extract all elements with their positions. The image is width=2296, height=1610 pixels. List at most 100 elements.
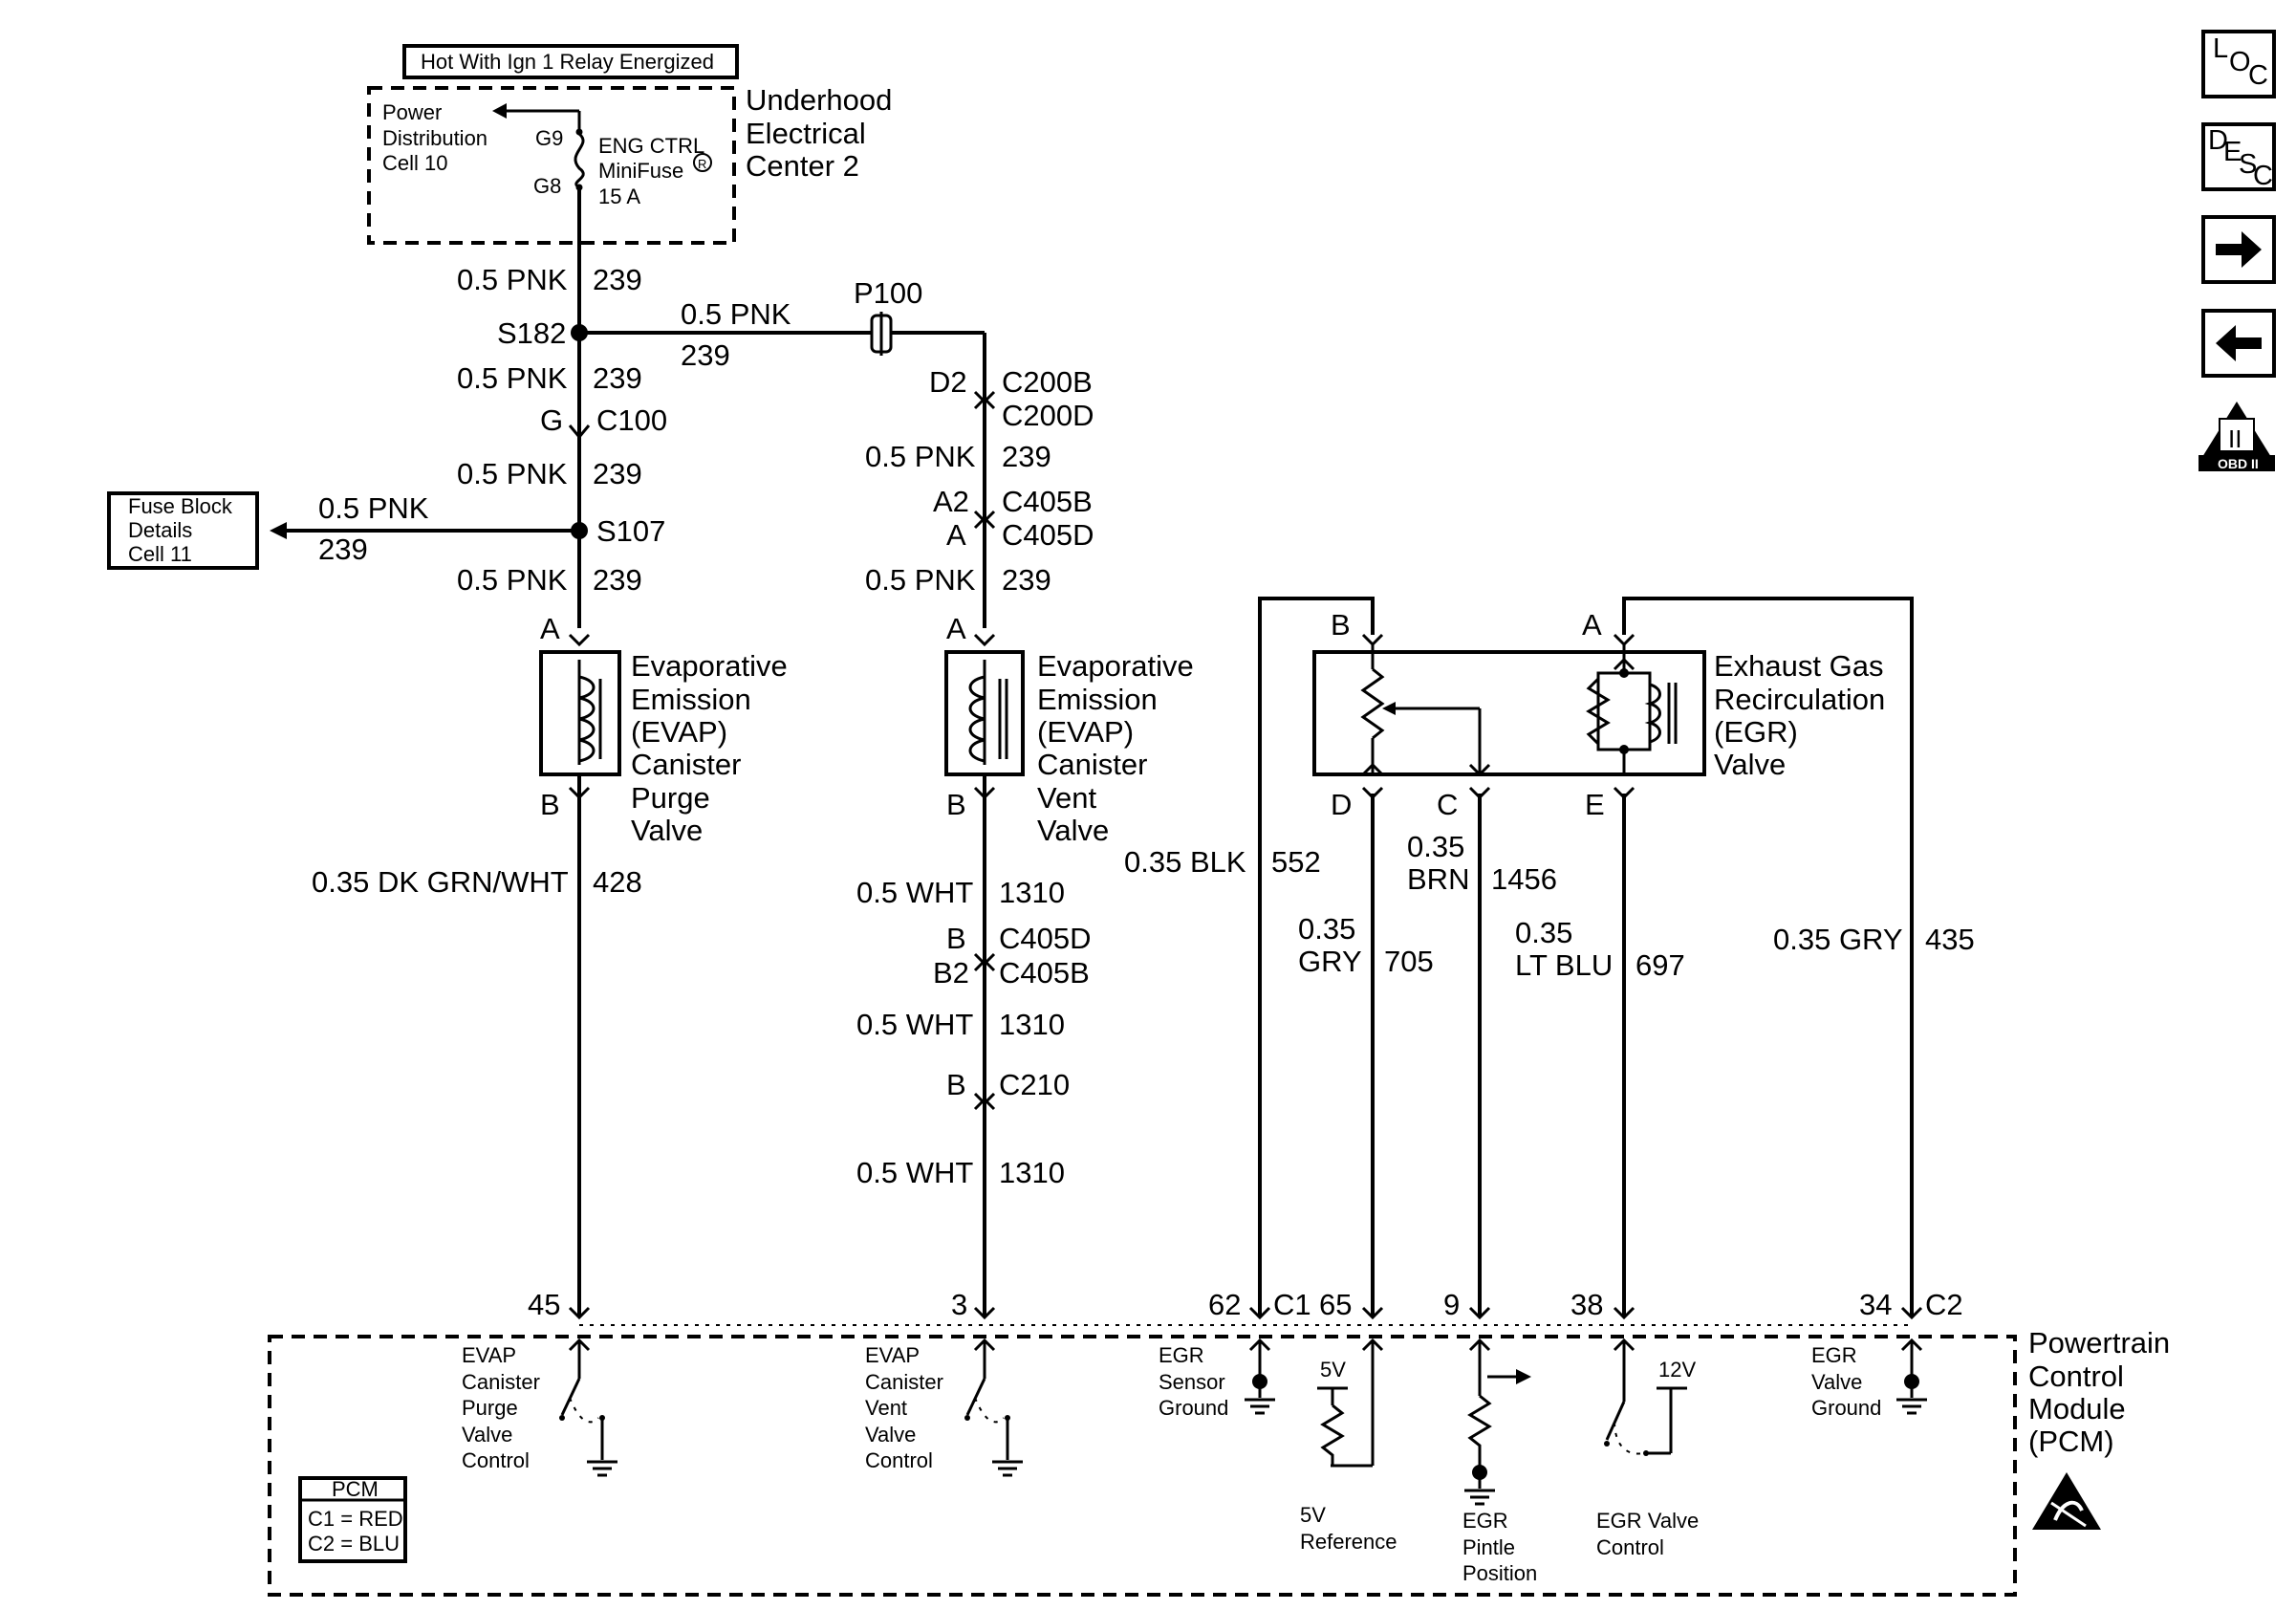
fuse-block-line-1: Fuse Block [128,494,233,518]
circuit-239-label-4: 239 [593,563,642,597]
obd-ii-button[interactable]: II OBD II [2199,402,2275,471]
12v-label: 12V [1658,1358,1696,1382]
egr-solenoid-resistor-icon [1586,677,1611,746]
circuit-239-label-p100: 239 [681,338,730,372]
connector-c200d-label: C200D [1002,399,1094,432]
power-dist-arrow-icon [492,103,507,119]
c210-connector-icon-2 [973,1097,996,1111]
fuse-label-2: MiniFuse [598,159,683,183]
c210-connector-icon [973,1092,996,1106]
circuit-697-label: 697 [1635,948,1685,982]
wire-pnk-label-p100: 0.5 PNK [681,297,791,331]
desc-letter-d: D [2208,125,2228,156]
pcm-pin-3-connector [973,1306,996,1320]
connector-c210-label: C210 [999,1068,1070,1101]
vent-ctrl-line-5: Control [865,1448,933,1472]
loc-letter-l: L [2213,33,2228,64]
sensor-gnd-line-3: Ground [1159,1396,1228,1420]
loc-letter-c: C [2248,60,2268,91]
vent-control-switch [964,1338,1025,1477]
wire-435 [1622,597,1914,1317]
wire-ltblu-label-b: LT BLU [1515,948,1613,982]
egr-pintle-position-circuit [1462,1338,1531,1506]
esd-warning-icon [2032,1472,2101,1530]
hot-with-ign-box [402,44,739,79]
egr-valve-name-1: Exhaust Gas [1714,649,1883,683]
valve-gnd-line-2: Valve [1811,1370,1862,1394]
loc-button[interactable]: L O C [2201,30,2276,98]
pin-g9-label: G9 [535,126,563,150]
vent-valve-name-6: Valve [1037,814,1109,847]
circuit-705-label: 705 [1384,945,1434,978]
egr-pin-d-label: D [1331,788,1352,821]
fuse-block-box [107,491,259,570]
circuit-552-label: 552 [1271,845,1321,879]
fuse-block-line-3: Cell 11 [128,542,192,566]
purge-ctrl-line-4: Valve [462,1423,512,1447]
c405b-connector-icon [973,510,996,524]
vent-pin-a-connector [973,633,996,647]
purge-ctrl-line-2: Canister [462,1370,540,1394]
pcm-pin-9-label: 9 [1443,1288,1460,1321]
egr-valve-name-4: Valve [1714,748,1786,781]
splice-s182-label: S182 [497,316,566,350]
next-button[interactable] [2201,215,2276,284]
hot-with-ign-label: Hot With Ign 1 Relay Energized [421,50,714,74]
prev-button-frame [2201,309,2276,378]
pcm-legend-c2: C2 = BLU [308,1532,400,1556]
purge-control-switch [559,1338,619,1477]
egr-potentiometer-icon [1360,667,1385,740]
pcm-pin-3-label: 3 [951,1288,967,1321]
egr-pin-a-label: A [1582,608,1602,642]
desc-button[interactable]: D E S C [2201,122,2276,191]
desc-letter-s: S [2239,149,2257,180]
egr-sol-up-arrow [1613,657,1635,671]
pcm-title-3: Module [2028,1392,2126,1425]
pin-b-c210-label: B [946,1068,966,1101]
wire-gry435-label: 0.35 GRY [1773,923,1903,956]
vent-ctrl-line-4: Valve [865,1423,916,1447]
egr-pin-e-label: E [1585,788,1605,821]
purge-valve-name-3: (EVAP) [631,715,727,749]
connector-c100-label: C100 [596,403,667,437]
pin-g-label: G [540,403,563,437]
loc-letter-o: O [2229,47,2251,77]
wire-ltblu-label-a: 0.35 [1515,916,1572,949]
fuse-icon [574,132,585,189]
wire-pnk-label-3: 0.5 PNK [457,457,568,490]
left-arrow-icon [2216,325,2262,361]
egr-sol-top-dot [1619,668,1629,678]
connector-c405b-label: C405B [1002,485,1093,518]
circuit-239-label-v1: 239 [1002,440,1051,473]
vent-valve-coil-icon [968,675,986,763]
uec-title-1: Underhood [746,83,892,117]
obd-ii-band [2199,455,2275,471]
vent-ctrl-line-1: EVAP [865,1343,920,1367]
wire-552 [1258,597,1375,1317]
uec-title-2: Electrical [746,117,866,150]
pcm-pin-45-label: 45 [528,1288,560,1321]
power-dist-line-3: Cell 10 [382,151,447,175]
c405d-connector-icon [973,515,996,530]
egr-sensor-ground-icon [1243,1338,1277,1415]
prev-button[interactable] [2201,309,2276,378]
pin-b2-label: B2 [933,956,969,990]
wire-pnk-label-v1: 0.5 PNK [865,440,976,473]
registered-mark-icon [693,153,712,172]
pcm-title-4: (PCM) [2028,1425,2114,1458]
pin-a-label-c405d: A [946,518,966,552]
purge-pin-a-connector [568,633,591,647]
egr-wiper-arrow [1468,763,1491,777]
obd-ii-numeral: II [2228,424,2242,453]
desc-letter-e: E [2223,137,2242,167]
egr-ctrl-line-2: Control [1596,1535,1664,1559]
purge-valve-name-4: Canister [631,748,741,781]
vent-valve-name-4: Canister [1037,748,1147,781]
egr-valve-ground-icon [1895,1338,1929,1415]
pcm-legend-title: PCM [332,1477,379,1501]
5v-reference-circuit [1317,1338,1384,1468]
purge-pin-b-label: B [540,788,560,821]
connector-c405d-lower-label: C405D [999,922,1092,955]
pcm-pin-34-label: 34 [1859,1288,1892,1321]
